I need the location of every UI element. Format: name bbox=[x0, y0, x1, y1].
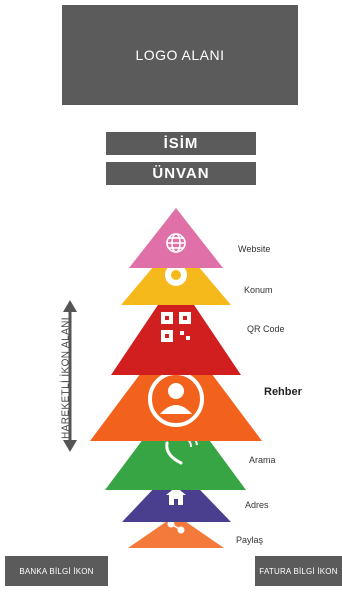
location-icon bbox=[165, 264, 187, 286]
address-label[interactable]: Adres bbox=[245, 500, 269, 510]
address-item[interactable] bbox=[122, 465, 231, 522]
name-field: İSİM bbox=[106, 132, 256, 155]
website-item[interactable] bbox=[129, 208, 223, 268]
qr-code-label[interactable]: QR Code bbox=[247, 324, 285, 334]
share-triangle bbox=[128, 515, 224, 548]
title-field: ÜNVAN bbox=[106, 162, 256, 185]
home-icon bbox=[166, 487, 186, 505]
share-item[interactable] bbox=[128, 515, 224, 548]
invoice-info-button[interactable]: FATURA BİLGİ İKON bbox=[255, 556, 342, 586]
globe-icon bbox=[166, 233, 186, 253]
invoice-info-label: FATURA BİLGİ İKON bbox=[259, 566, 338, 576]
call-triangle bbox=[105, 395, 246, 490]
qr-code-item[interactable] bbox=[111, 278, 241, 375]
location-item[interactable] bbox=[121, 240, 231, 305]
share-label[interactable]: Paylaş bbox=[236, 535, 264, 545]
name-text: İSİM bbox=[163, 135, 199, 152]
location-label[interactable]: Konum bbox=[244, 285, 273, 295]
call-label[interactable]: Arama bbox=[249, 455, 276, 465]
title-text: ÜNVAN bbox=[152, 165, 210, 182]
bank-info-button[interactable]: BANKA BİLGİ İKON bbox=[5, 556, 108, 586]
logo-area: LOGO ALANI bbox=[62, 5, 298, 105]
qr-code-triangle bbox=[111, 278, 241, 375]
contacts-label[interactable]: Rehber bbox=[264, 386, 302, 398]
vertical-double-arrow-icon bbox=[63, 300, 77, 452]
logo-text: LOGO ALANI bbox=[135, 47, 225, 63]
share-icon bbox=[167, 520, 185, 534]
website-label[interactable]: Website bbox=[238, 244, 271, 254]
qr-code-icon bbox=[161, 312, 191, 342]
bank-info-label: BANKA BİLGİ İKON bbox=[19, 566, 94, 576]
